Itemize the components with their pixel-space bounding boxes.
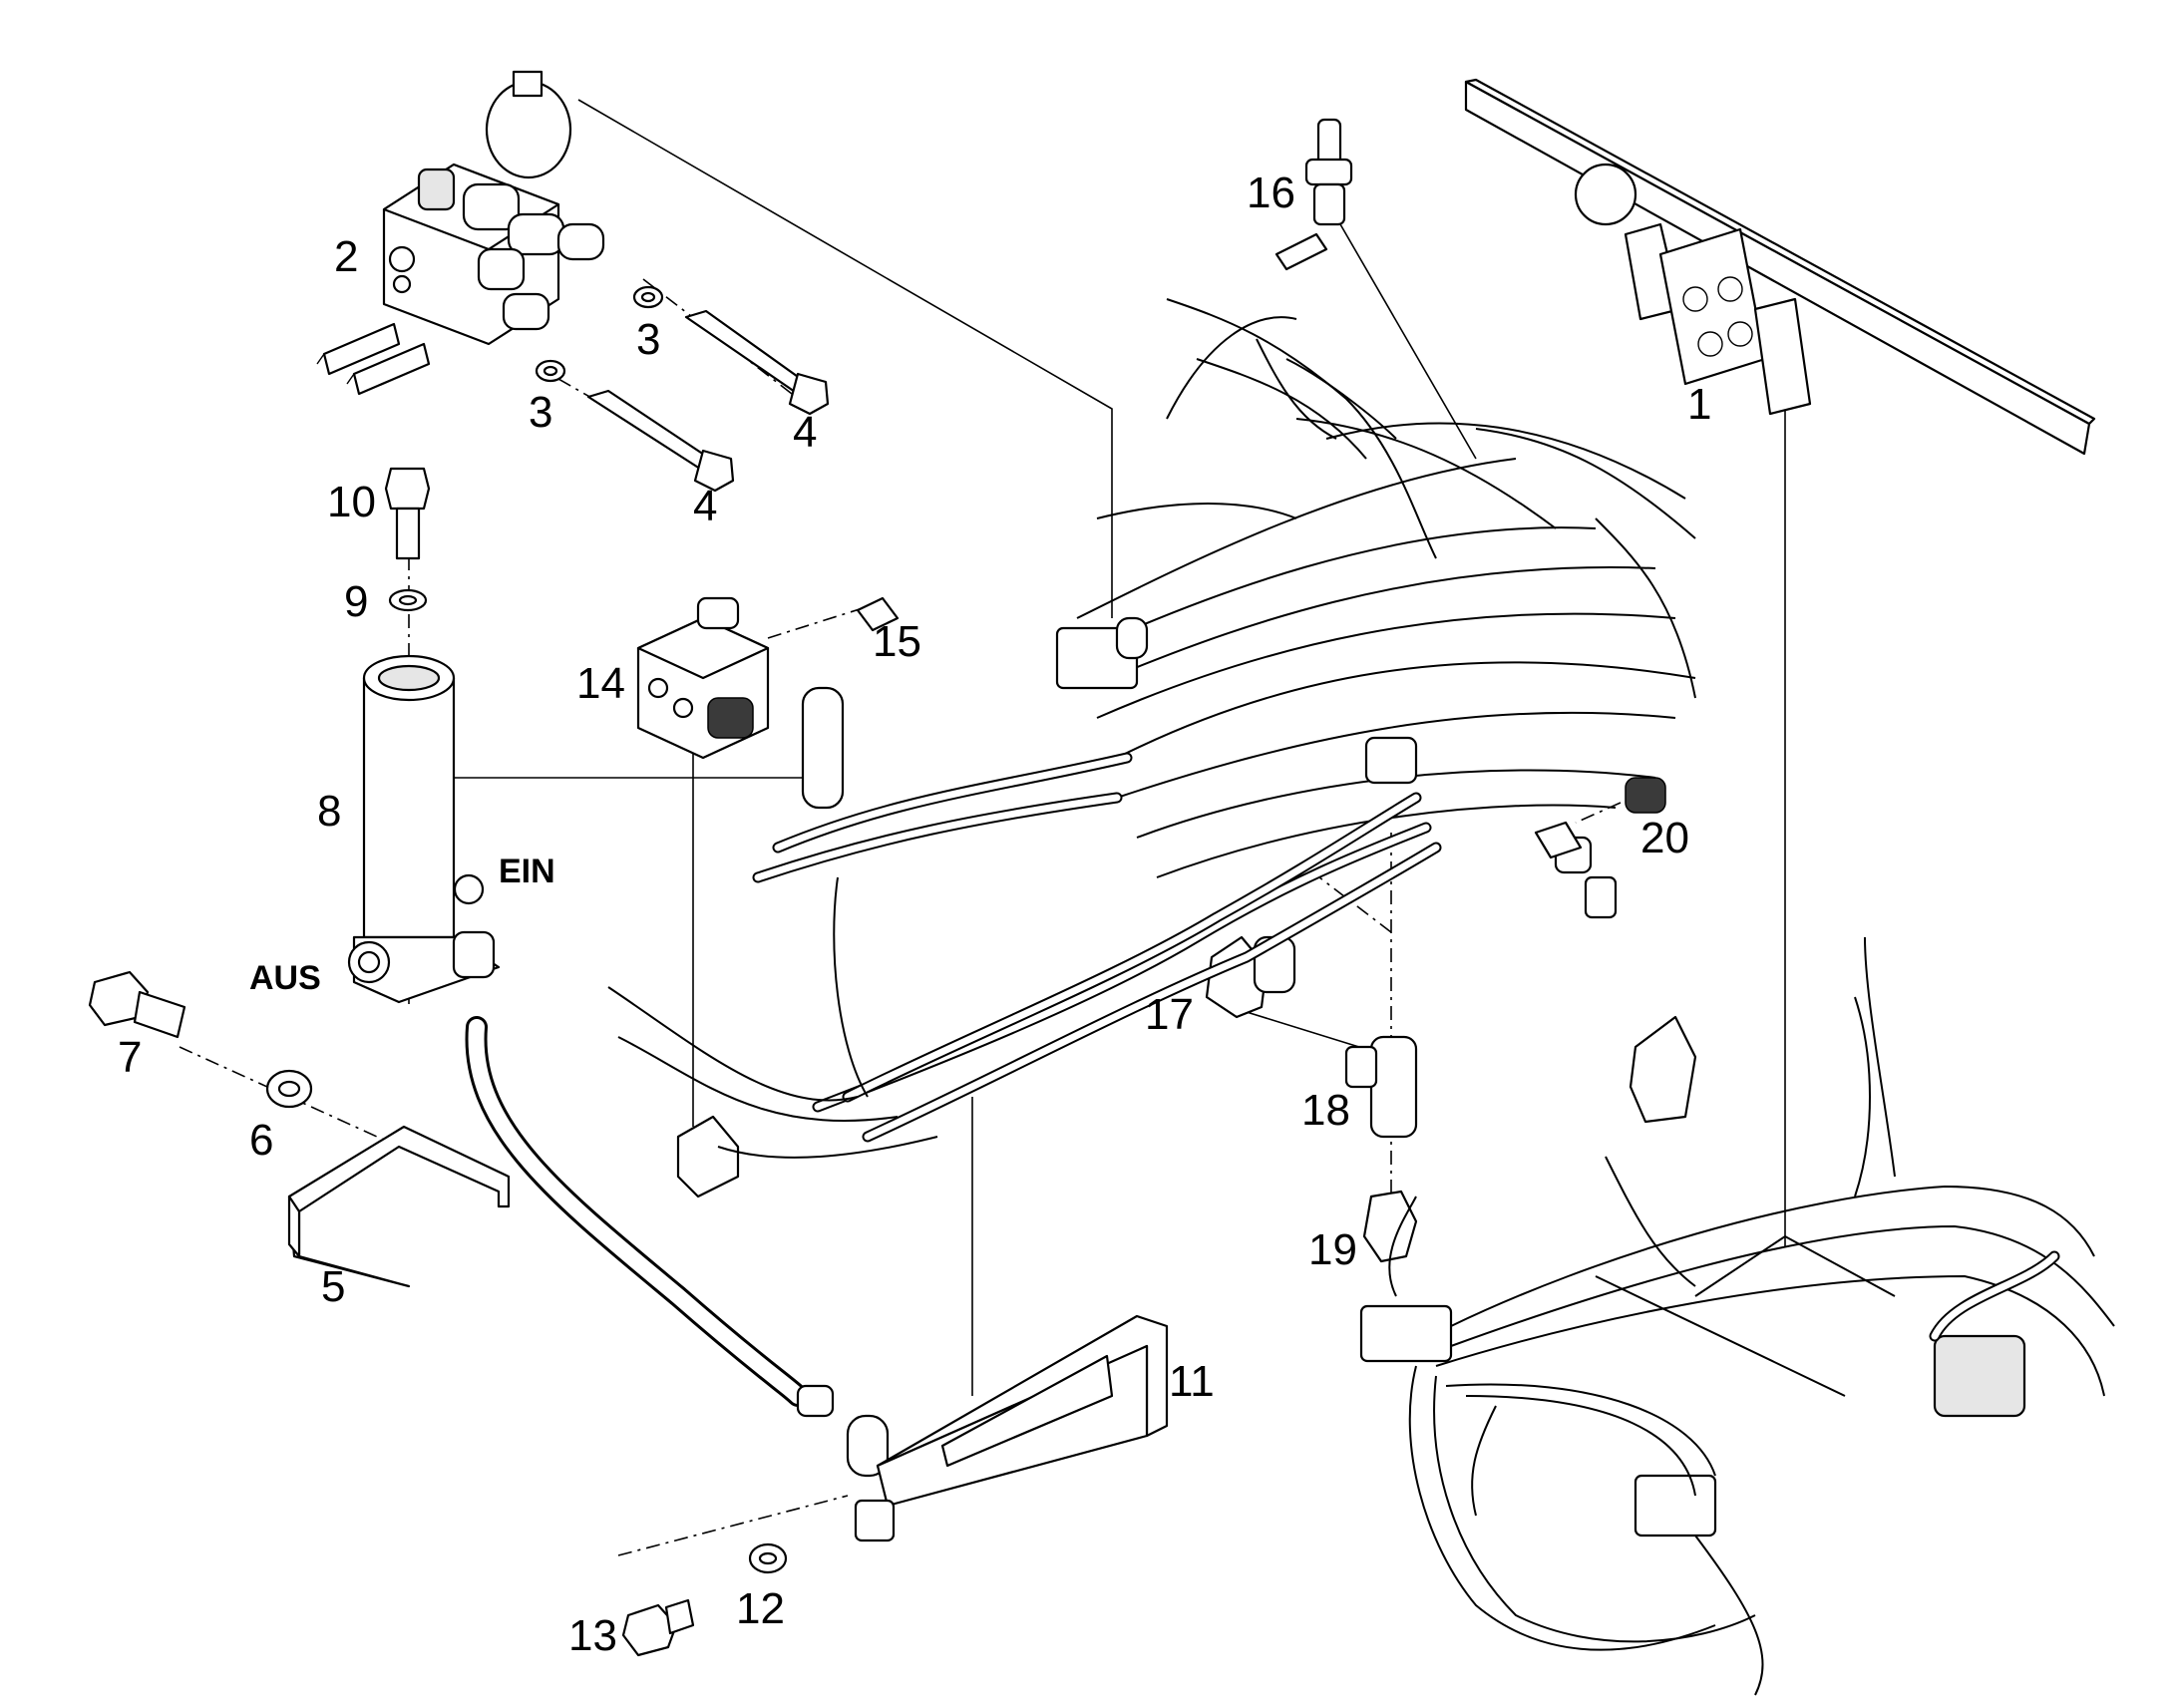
callout-12: 12 (736, 1584, 785, 1633)
callout-4b: 4 (693, 482, 717, 530)
callout-9: 9 (344, 577, 368, 626)
callout-15: 15 (873, 617, 921, 666)
solenoid-valve-14 (636, 596, 900, 760)
callout-14: 14 (576, 659, 625, 708)
light-rail-1 (1464, 78, 2096, 456)
port-label-aus: AUS (249, 959, 321, 997)
callout-8: 8 (317, 787, 341, 836)
callout-17: 17 (1145, 990, 1194, 1039)
tee-fitting-16 (1274, 118, 1353, 271)
callout-10: 10 (327, 478, 376, 526)
filter-housing-8 (347, 654, 501, 1004)
valve-block-assembly (316, 70, 605, 396)
hose-assembly (465, 1016, 890, 1478)
callout-7: 7 (118, 1033, 142, 1082)
callout-19: 19 (1308, 1225, 1357, 1274)
callout-1: 1 (1687, 380, 1711, 429)
callout-3a: 3 (636, 315, 660, 364)
bolt-10-washer-9 (384, 467, 431, 612)
callout-5: 5 (321, 1262, 345, 1311)
support-bracket-11 (854, 1314, 1169, 1542)
washer-12-bolt-13 (621, 1542, 788, 1657)
callout-18: 18 (1301, 1086, 1350, 1135)
main-hose-harness (607, 298, 1696, 1198)
washers-and-bolts-3-4 (535, 285, 830, 493)
callout-3b: 3 (529, 388, 552, 437)
callout-20: 20 (1640, 814, 1689, 862)
bolt-7-washer-6-bracket-5 (88, 970, 511, 1288)
callout-4a: 4 (793, 408, 817, 457)
callout-16: 16 (1247, 169, 1295, 217)
lower-right-harness (1359, 936, 2115, 1696)
callout-2: 2 (334, 232, 358, 281)
callout-11: 11 (1169, 1357, 1215, 1406)
callout-13: 13 (568, 1611, 617, 1660)
callout-labels: 1 2 3 3 4 4 5 6 7 8 9 10 11 12 13 14 15 … (118, 169, 1711, 1660)
callout-6: 6 (249, 1116, 273, 1165)
port-label-ein: EIN (499, 853, 555, 890)
